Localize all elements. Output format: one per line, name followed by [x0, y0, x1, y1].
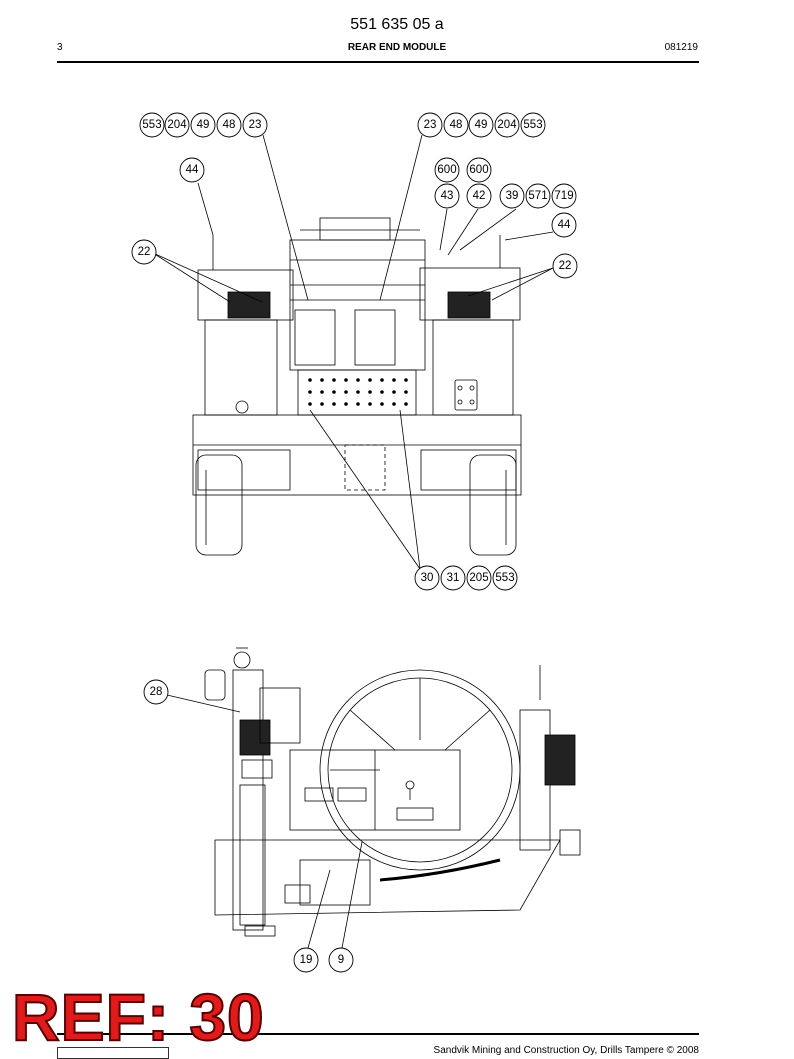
svg-text:31: 31 — [447, 572, 460, 584]
svg-text:19: 19 — [300, 954, 313, 966]
ref-overlay-label: REF: 30 — [11, 980, 265, 1054]
svg-text:28: 28 — [150, 686, 163, 698]
svg-text:44: 44 — [186, 164, 199, 176]
callout-49: 49 — [468, 112, 494, 138]
svg-text:44: 44 — [558, 219, 571, 231]
svg-text:600: 600 — [437, 164, 456, 176]
callout-571: 571 — [525, 183, 551, 209]
svg-text:23: 23 — [249, 119, 262, 131]
document-date: 081219 — [664, 42, 698, 53]
svg-text:553: 553 — [142, 119, 161, 131]
callout-600: 600 — [434, 157, 460, 183]
svg-text:30: 30 — [421, 572, 434, 584]
callout-39: 39 — [499, 183, 525, 209]
side-view-drawing — [204, 647, 581, 937]
callout-9: 9 — [328, 947, 354, 973]
callout-42: 42 — [466, 183, 492, 209]
page-title: REAR END MODULE — [347, 42, 447, 53]
callout-30: 30 — [414, 565, 440, 591]
callout-204: 204 — [164, 112, 190, 138]
svg-text:43: 43 — [441, 190, 454, 202]
svg-text:600: 600 — [469, 164, 488, 176]
svg-text:22: 22 — [559, 260, 572, 272]
svg-text:571: 571 — [528, 190, 547, 202]
callout-23: 23 — [242, 112, 268, 138]
callout-28: 28 — [143, 679, 169, 705]
callout-553: 553 — [139, 112, 165, 138]
svg-text:23: 23 — [424, 119, 437, 131]
rear-view-drawing — [192, 217, 522, 556]
callout-204: 204 — [494, 112, 520, 138]
callout-19: 19 — [293, 947, 319, 973]
footer-copyright: Sandvik Mining and Construction Oy, Dril… — [433, 1045, 699, 1056]
page-number: 3 — [57, 42, 63, 53]
callout-48: 48 — [216, 112, 242, 138]
svg-text:204: 204 — [167, 119, 187, 131]
svg-text:553: 553 — [523, 119, 542, 131]
footer-divider — [57, 1033, 699, 1035]
callout-205: 205 — [466, 565, 492, 591]
callout-22: 22 — [131, 239, 157, 265]
callout-600: 600 — [466, 157, 492, 183]
callout-553: 553 — [520, 112, 546, 138]
callout-22: 22 — [552, 253, 578, 279]
bottom-leader-lines — [166, 694, 363, 949]
svg-text:22: 22 — [138, 246, 151, 258]
header-divider — [57, 61, 699, 63]
svg-text:719: 719 — [554, 190, 573, 202]
top-leader-lines — [152, 134, 554, 570]
document-code: 551 635 05 a — [350, 16, 444, 33]
callout-553: 553 — [492, 565, 518, 591]
callout-719: 719 — [551, 183, 577, 209]
svg-text:204: 204 — [497, 119, 517, 131]
callout-44: 44 — [551, 212, 577, 238]
svg-text:48: 48 — [223, 119, 236, 131]
svg-text:48: 48 — [450, 119, 463, 131]
svg-text:49: 49 — [197, 119, 210, 131]
callout-43: 43 — [434, 183, 460, 209]
svg-text:39: 39 — [506, 190, 519, 202]
callout-49: 49 — [190, 112, 216, 138]
callout-31: 31 — [440, 565, 466, 591]
svg-text:49: 49 — [475, 119, 488, 131]
svg-text:42: 42 — [473, 190, 486, 202]
callout-48: 48 — [443, 112, 469, 138]
callout-23: 23 — [417, 112, 443, 138]
svg-text:205: 205 — [469, 572, 488, 584]
svg-text:9: 9 — [338, 954, 344, 966]
callout-44: 44 — [179, 157, 205, 183]
svg-text:553: 553 — [495, 572, 514, 584]
